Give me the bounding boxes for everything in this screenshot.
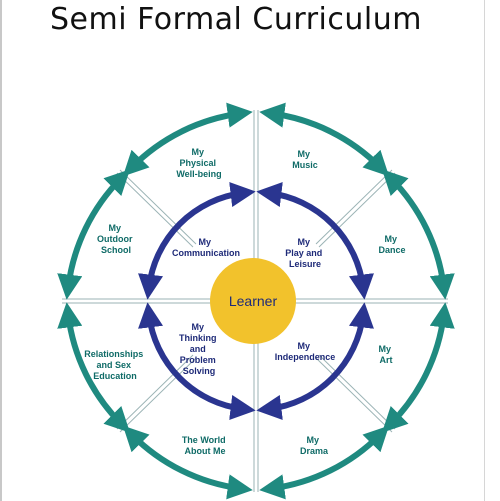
inner-arrow-top-right (256, 182, 374, 300)
inner-arrow-bottom-right (256, 302, 374, 420)
outer-arrow-left-lower (57, 302, 131, 433)
inner-arrow-bottom-left (138, 302, 256, 420)
inner-arrow-ring (138, 182, 374, 420)
spoke-diagonal-ne-a (315, 169, 393, 245)
outer-arrow-bottom-left (122, 425, 253, 500)
outer-arrow-bottom-right (259, 425, 390, 500)
outer-label-art: My Art (378, 344, 393, 365)
outer-arrow-right-upper (381, 169, 455, 300)
inner-label-play-and-leisure: My Play and Leisure (285, 237, 325, 269)
page-title: Semi Formal Curriculum (50, 2, 422, 37)
outer-arrow-ring (57, 102, 455, 500)
outer-label-music: My Music (292, 149, 318, 170)
inner-arrow-top-left (138, 182, 256, 300)
inner-labels: My Communication My Play and Leisure My … (172, 237, 335, 376)
outer-arrow-top-right (259, 102, 390, 177)
inner-label-communication: My Communication (172, 237, 240, 258)
outer-label-the-world-about-me: The World About Me (182, 435, 228, 456)
outer-arrow-left-upper (57, 169, 131, 300)
inner-label-independence: My Independence (275, 341, 336, 362)
frame-border-left (0, 0, 2, 501)
outer-labels: My Physical Well-being My Music My Dance… (84, 147, 405, 456)
learner-label: Learner (229, 293, 278, 309)
outer-label-relationships-and-sex-education: Relationships and Sex Education (84, 349, 146, 381)
outer-label-physical-well-being: My Physical Well-being (176, 147, 221, 179)
outer-arrow-top-left (122, 102, 253, 177)
frame-border-right (484, 0, 485, 501)
outer-arrow-right-lower (381, 302, 455, 433)
spoke-diagonal-se-b (318, 354, 396, 430)
inner-label-thinking-and-problem-solving: My Thinking and Problem Solving (179, 322, 219, 376)
learner-circle (210, 258, 296, 344)
outer-label-outdoor-school: My Outdoor School (97, 223, 135, 255)
spoke-diagonal-se-a (315, 357, 393, 433)
outer-label-drama: My Drama (300, 435, 329, 456)
spoke-diagonal-nw-a (119, 169, 197, 245)
outer-label-dance: My Dance (378, 234, 405, 255)
